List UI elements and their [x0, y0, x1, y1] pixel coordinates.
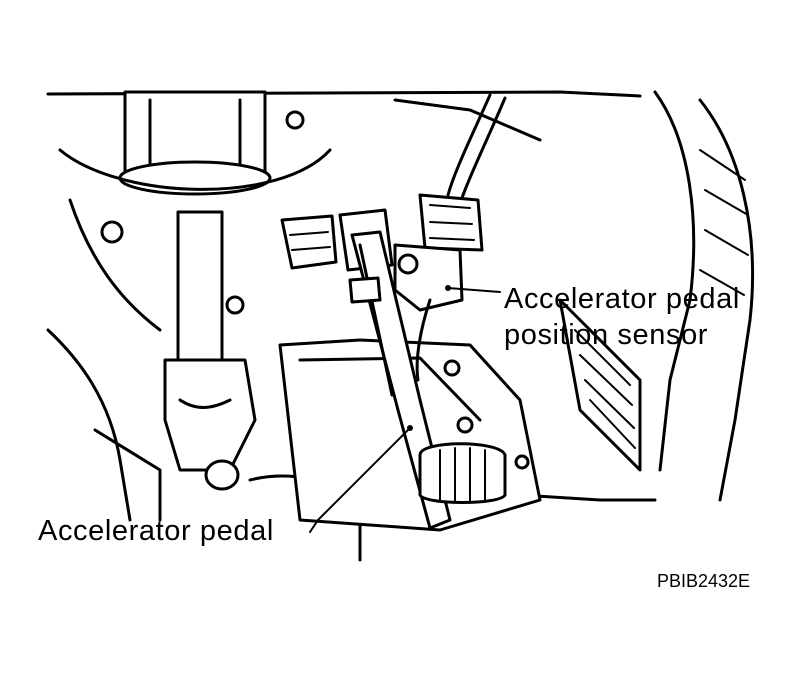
bracket-stud-lower [456, 416, 474, 434]
stopper-nut [514, 454, 530, 470]
pedal-arm-pivot [348, 276, 382, 304]
vent-grille [558, 298, 642, 472]
figure-code: PBIB2432E [657, 571, 751, 591]
lower-panel-left [46, 328, 132, 522]
callout-sensor-line-1: Accelerator pedal [504, 283, 740, 315]
sensor-screw [397, 253, 419, 275]
universal-joint [163, 358, 257, 472]
relay-connector [280, 214, 338, 270]
side-trim-panel [653, 90, 696, 472]
leader-dot-pedal [407, 425, 413, 431]
joint-bolt [204, 459, 240, 491]
stopper-threads [439, 447, 486, 503]
side-trim-edge [698, 98, 755, 502]
bracket-fold [298, 356, 482, 422]
harness-wire-a [446, 93, 492, 197]
callout-accelerator-pedal-position-sensor: Accelerator pedal position sensor [504, 281, 740, 353]
column-bracket-curve [58, 148, 332, 191]
relay-ribs [289, 231, 331, 251]
lower-panel-edge [93, 428, 162, 522]
steering-shaft [176, 210, 224, 372]
trim-ribs [699, 149, 749, 296]
joint-yoke [178, 398, 232, 409]
mount-bolt-left [100, 220, 124, 244]
callout-sensor-line-2: position sensor [504, 319, 709, 351]
callout-accelerator-pedal: Accelerator pedal [38, 515, 274, 547]
sensor-pigtail [415, 298, 432, 382]
mount-bolt-top [285, 110, 305, 130]
floor-edge [518, 493, 657, 502]
pedal-stopper [418, 442, 507, 504]
vent-slats [574, 329, 636, 449]
bracket-stud [443, 359, 461, 377]
mount-bolt-center [225, 295, 245, 315]
column-highlight [148, 98, 242, 170]
harness-wire-b [460, 96, 507, 200]
column-cover-left [68, 198, 162, 332]
connector-ribs [429, 204, 475, 241]
leader-line-sensor [447, 287, 501, 293]
leader-line-pedal [309, 427, 411, 533]
pedal-arm-edge [358, 243, 394, 397]
harness-clip [393, 98, 542, 142]
leader-dot-sensor [445, 285, 451, 291]
